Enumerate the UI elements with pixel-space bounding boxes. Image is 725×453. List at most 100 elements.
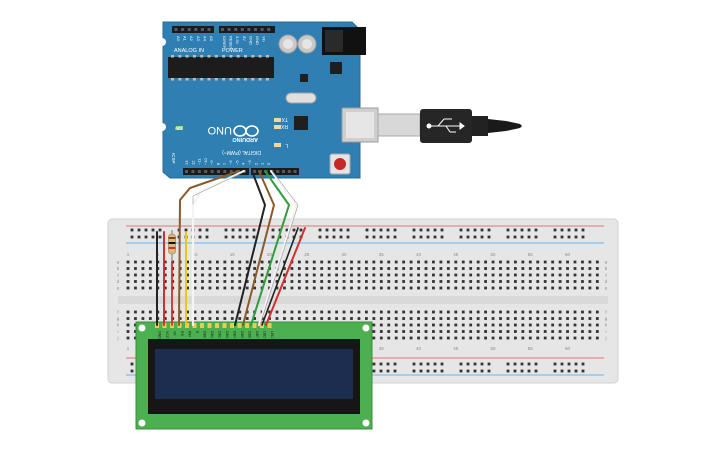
breadboard-hole[interactable] (574, 362, 578, 366)
breadboard-hole[interactable] (506, 317, 510, 320)
breadboard-hole[interactable] (394, 317, 398, 320)
breadboard-hole[interactable] (484, 317, 487, 320)
breadboard-hole[interactable] (365, 228, 369, 232)
breadboard-hole[interactable] (521, 260, 525, 264)
breadboard-hole[interactable] (506, 228, 510, 232)
breadboard-hole[interactable] (536, 330, 540, 333)
usb-cable[interactable] (377, 109, 522, 143)
breadboard-hole[interactable] (521, 310, 525, 314)
breadboard-hole[interactable] (499, 310, 502, 314)
breadboard-hole[interactable] (365, 286, 368, 290)
breadboard-hole[interactable] (253, 267, 257, 270)
breadboard-hole[interactable] (126, 273, 130, 277)
breadboard-hole[interactable] (193, 317, 197, 320)
breadboard-hole[interactable] (230, 317, 234, 320)
breadboard-hole[interactable] (409, 317, 413, 320)
lcd-pin[interactable] (215, 323, 219, 328)
breadboard-hole[interactable] (365, 310, 368, 314)
breadboard-hole[interactable] (126, 260, 130, 264)
power-header[interactable] (219, 26, 275, 33)
breadboard-hole[interactable] (305, 286, 309, 290)
breadboard-hole[interactable] (588, 260, 592, 264)
breadboard-hole[interactable] (553, 362, 557, 366)
header-pin[interactable] (276, 170, 280, 173)
header-pin[interactable] (187, 28, 191, 31)
header-pin[interactable] (247, 28, 251, 31)
breadboard-hole[interactable] (551, 310, 555, 314)
breadboard-hole[interactable] (514, 323, 517, 327)
breadboard-hole[interactable] (528, 286, 532, 290)
breadboard-hole[interactable] (297, 310, 301, 314)
breadboard-hole[interactable] (528, 323, 532, 327)
breadboard-hole[interactable] (238, 286, 242, 290)
breadboard-hole[interactable] (499, 330, 502, 333)
breadboard-hole[interactable] (469, 330, 473, 333)
breadboard-hole[interactable] (514, 286, 517, 290)
breadboard-hole[interactable] (459, 228, 463, 232)
breadboard-hole[interactable] (163, 310, 167, 314)
breadboard-hole[interactable] (432, 330, 435, 333)
breadboard-hole[interactable] (424, 280, 428, 283)
breadboard-hole[interactable] (305, 260, 309, 264)
breadboard-hole[interactable] (275, 260, 279, 264)
breadboard-hole[interactable] (424, 310, 428, 314)
breadboard-hole[interactable] (560, 369, 564, 373)
breadboard-hole[interactable] (439, 286, 443, 290)
breadboard-hole[interactable] (446, 336, 450, 340)
breadboard-hole[interactable] (454, 267, 458, 270)
breadboard-hole[interactable] (126, 267, 130, 270)
breadboard-hole[interactable] (424, 273, 428, 277)
breadboard-hole[interactable] (335, 273, 338, 277)
breadboard-hole[interactable] (201, 286, 204, 290)
breadboard-hole[interactable] (268, 310, 271, 314)
breadboard-hole[interactable] (454, 336, 458, 340)
breadboard-hole[interactable] (574, 228, 578, 232)
breadboard-hole[interactable] (327, 267, 331, 270)
breadboard-hole[interactable] (513, 369, 517, 373)
breadboard-hole[interactable] (439, 310, 443, 314)
breadboard-hole[interactable] (144, 228, 148, 232)
digital-header-high[interactable] (251, 168, 299, 175)
breadboard-hole[interactable] (163, 280, 167, 283)
breadboard-hole[interactable] (387, 336, 391, 340)
breadboard-hole[interactable] (419, 362, 423, 366)
wire-black-led[interactable] (261, 227, 299, 326)
breadboard-hole[interactable] (573, 323, 577, 327)
breadboard-hole[interactable] (402, 317, 406, 320)
breadboard-hole[interactable] (231, 228, 235, 232)
breadboard-hole[interactable] (386, 369, 390, 373)
breadboard-hole[interactable] (446, 323, 450, 327)
breadboard-hole[interactable] (588, 330, 592, 333)
breadboard-hole[interactable] (506, 330, 510, 333)
breadboard-hole[interactable] (536, 280, 540, 283)
header-pin[interactable] (229, 170, 233, 173)
breadboard-hole[interactable] (357, 267, 361, 270)
breadboard-hole[interactable] (379, 273, 383, 277)
breadboard-hole[interactable] (386, 228, 390, 232)
breadboard-hole[interactable] (402, 273, 406, 277)
breadboard-hole[interactable] (417, 267, 420, 270)
breadboard-hole[interactable] (513, 228, 517, 232)
breadboard-hole[interactable] (327, 273, 331, 277)
breadboard-hole[interactable] (386, 362, 390, 366)
breadboard-hole[interactable] (424, 260, 428, 264)
breadboard-hole[interactable] (134, 286, 137, 290)
breadboard-hole[interactable] (372, 336, 376, 340)
breadboard-hole[interactable] (223, 280, 227, 283)
breadboard-hole[interactable] (216, 280, 219, 283)
breadboard-hole[interactable] (412, 228, 416, 232)
breadboard-hole[interactable] (558, 273, 562, 277)
breadboard-hole[interactable] (141, 267, 145, 270)
breadboard-hole[interactable] (581, 286, 584, 290)
header-pin[interactable] (204, 170, 208, 173)
breadboard-hole[interactable] (440, 369, 444, 373)
breadboard-hole[interactable] (491, 260, 495, 264)
breadboard-hole[interactable] (573, 260, 577, 264)
header-pin[interactable] (185, 170, 188, 173)
breadboard-hole[interactable] (419, 369, 423, 373)
breadboard-hole[interactable] (134, 317, 137, 320)
header-pin[interactable] (282, 170, 285, 173)
breadboard-hole[interactable] (278, 235, 282, 239)
breadboard-hole[interactable] (186, 286, 189, 290)
breadboard-hole[interactable] (426, 369, 430, 373)
